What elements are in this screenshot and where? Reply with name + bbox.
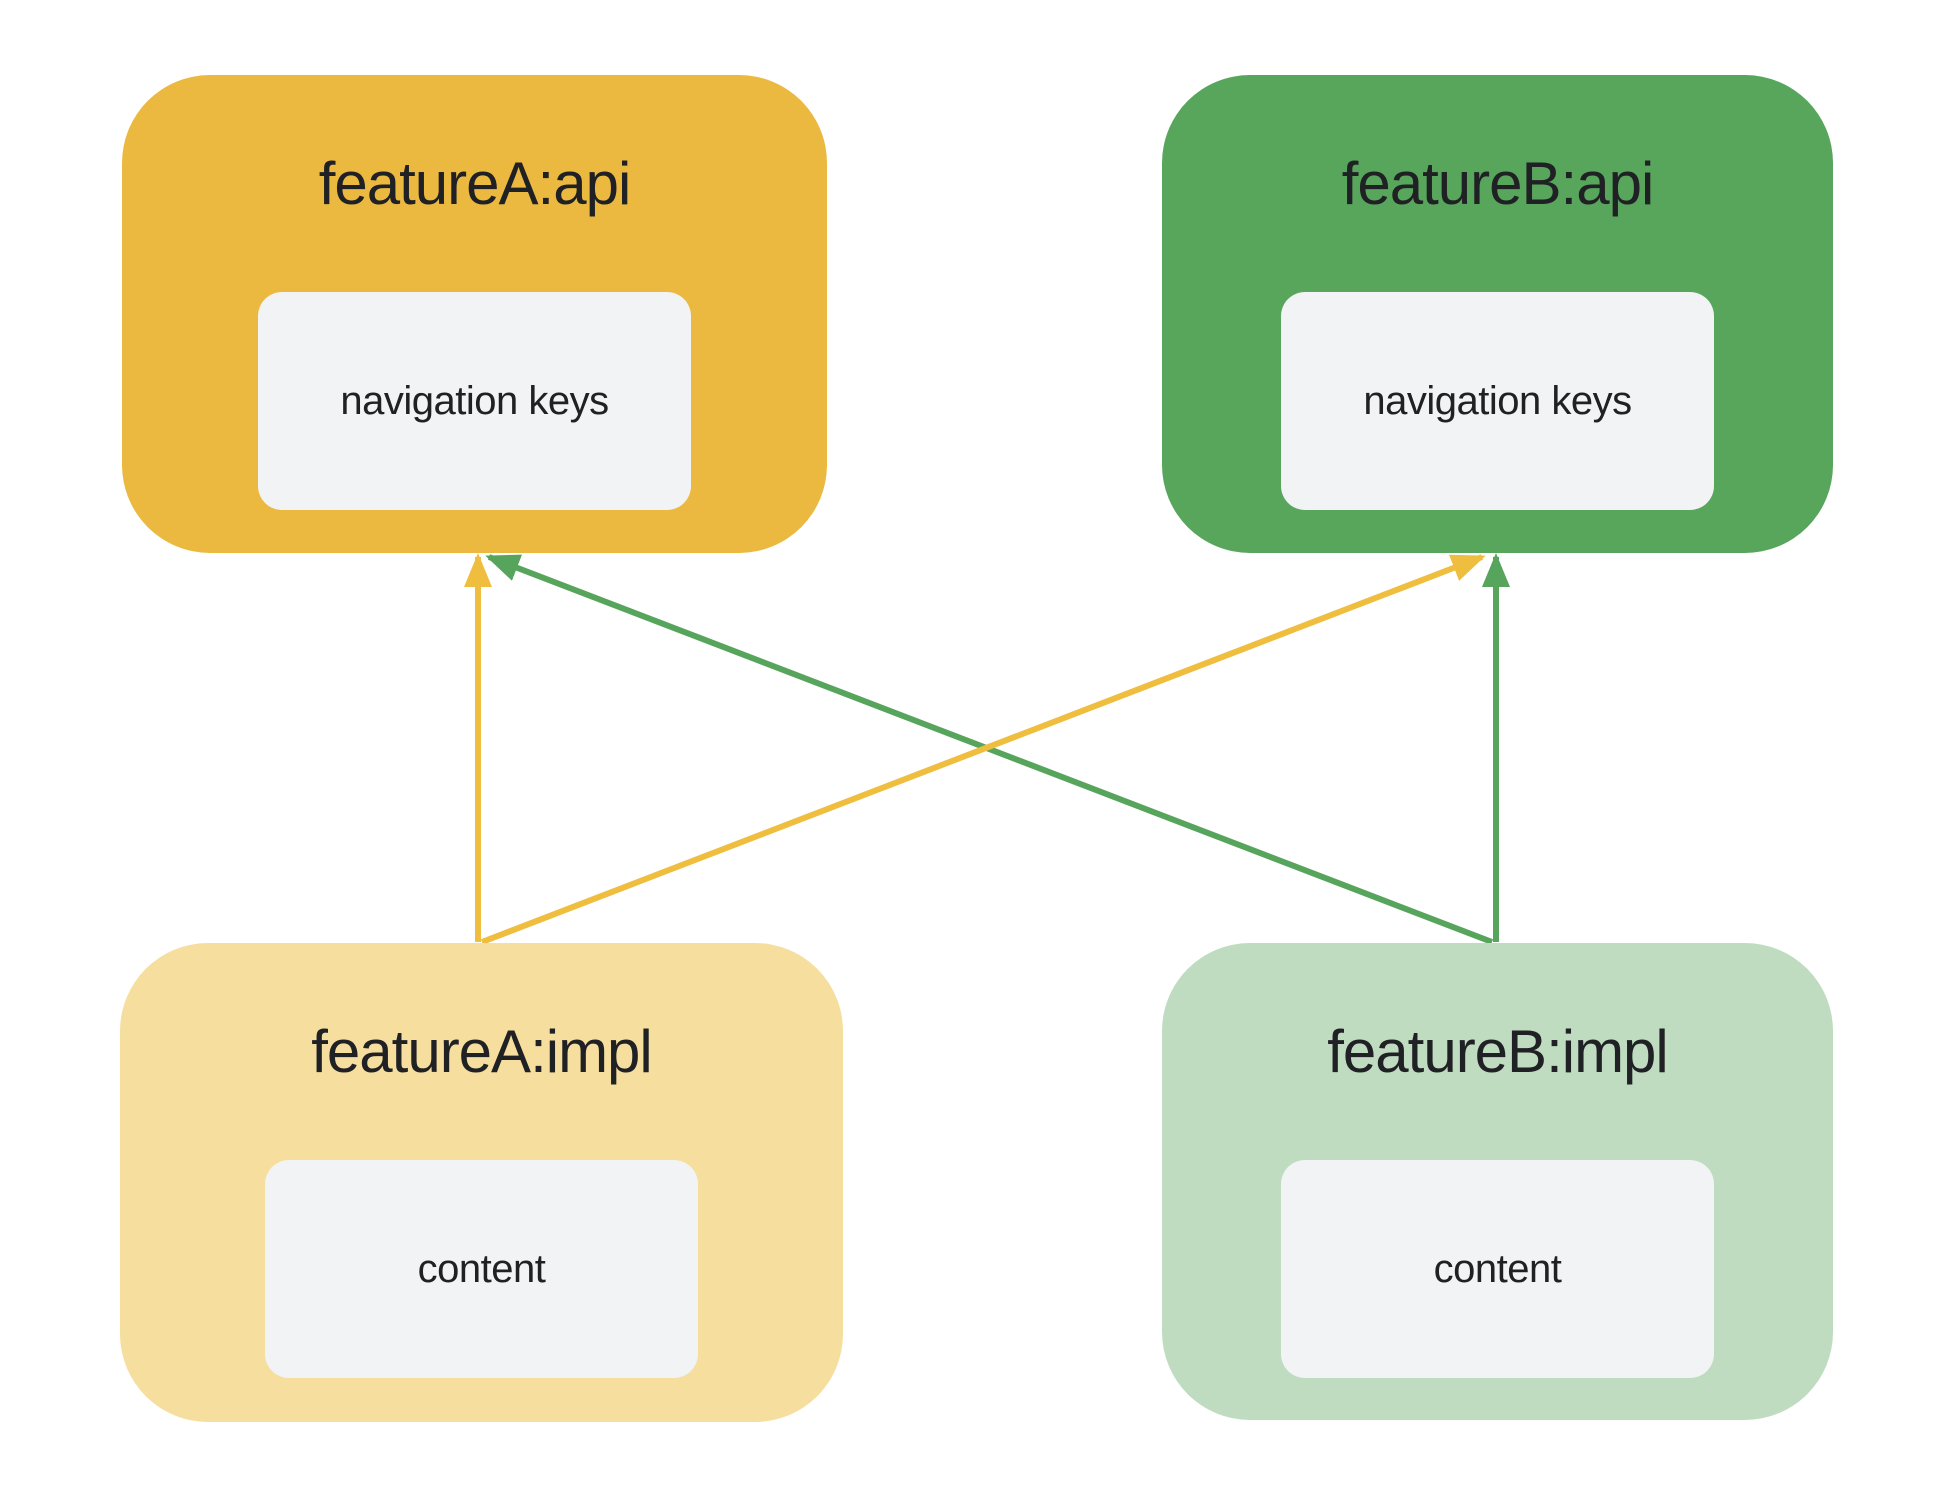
node-featurea-api: featureA:api navigation keys <box>122 75 827 553</box>
node-featurea-api-title: featureA:api <box>318 150 632 217</box>
node-featurea-impl-title: featureA:impl <box>311 1018 652 1085</box>
node-featurea-api-chip-label: navigation keys <box>340 378 609 423</box>
node-featureb-api-title: featureB:api <box>1341 150 1655 217</box>
node-featureb-api-chip-label: navigation keys <box>1363 378 1632 423</box>
node-featureb-impl-title: featureB:impl <box>1327 1018 1668 1085</box>
node-featurea-api-chip: navigation keys <box>258 292 691 510</box>
node-featurea-impl-chip: content <box>265 1160 698 1378</box>
node-featurea-impl-chip-label: content <box>417 1246 546 1291</box>
node-featureb-impl: featureB:impl content <box>1162 943 1833 1420</box>
node-featureb-api: featureB:api navigation keys <box>1162 75 1833 553</box>
node-featurea-impl: featureA:impl content <box>120 943 843 1422</box>
node-featureb-impl-chip: content <box>1281 1160 1714 1378</box>
node-featureb-impl-chip-label: content <box>1433 1246 1562 1291</box>
edge-featureBimpl-to-featureAapi <box>485 554 1494 945</box>
edge-featureAimpl-to-featureBapi <box>480 554 1486 945</box>
node-featureb-api-chip: navigation keys <box>1281 292 1714 510</box>
